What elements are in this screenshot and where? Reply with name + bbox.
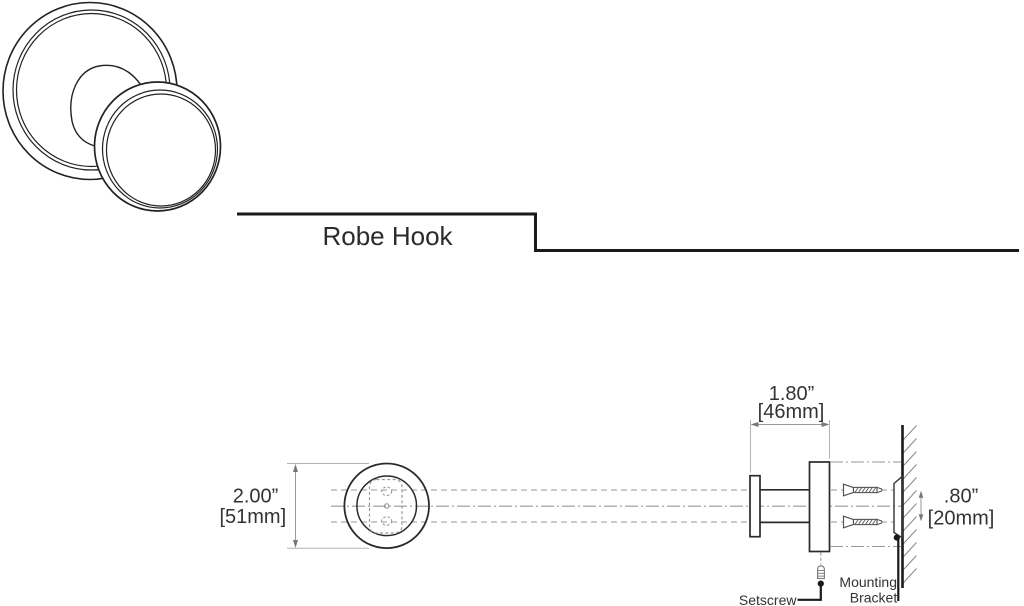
depth-dimension: 1.80” [46mm]: [750, 383, 830, 473]
wall-section: [893, 425, 917, 588]
center-point-mark: [384, 503, 390, 509]
arrowhead-down: [918, 514, 924, 522]
knob-outer-edge: [93, 81, 222, 212]
screw-spacing-dimension: .80” [20mm]: [918, 486, 995, 530]
mounting-bracket-label-line1: Mounting: [839, 574, 897, 590]
setscrew-body: [817, 565, 825, 580]
arrowhead-up: [293, 464, 298, 472]
spacing-inches: .80”: [944, 486, 978, 508]
arrowhead-down: [293, 540, 298, 548]
front-inner-circle: [356, 475, 418, 537]
hidden-screw-hole-top: [381, 486, 393, 497]
arrowhead-right: [821, 422, 830, 427]
hidden-bracket-outline: [368, 478, 403, 534]
hidden-screw-hole-bottom: [381, 516, 393, 526]
setscrew-callout: Setscrew: [739, 552, 825, 606]
front-view: [343, 462, 430, 549]
side-knob-plate: [749, 474, 761, 538]
page-title: Robe Hook: [322, 221, 453, 251]
depth-mm: [46mm]: [758, 401, 825, 423]
arrowhead-left: [750, 422, 759, 427]
diameter-mm: [51mm]: [219, 506, 286, 528]
front-outer-circle: [343, 462, 430, 549]
knob-rim-line-1: [101, 89, 219, 209]
wall-hatching: [902, 425, 917, 584]
screw-tip: [876, 486, 883, 494]
mounting-screw-top: [842, 483, 883, 497]
screw-threads: [854, 487, 877, 493]
diameter-inches: 2.00”: [233, 486, 279, 508]
side-view: [749, 461, 901, 553]
screw-threads: [854, 519, 877, 525]
knob-rim-line-2: [105, 93, 217, 207]
mounting-bracket-shape: [893, 474, 904, 540]
side-post-body: [808, 461, 831, 553]
construction-lines: [331, 489, 903, 523]
front-diameter-dimension: 2.00” [51mm]: [219, 463, 369, 549]
stepped-divider-rule: [237, 212, 1019, 252]
isometric-view: [2, 1, 222, 212]
setscrew-label: Setscrew: [739, 592, 797, 606]
screw-head: [842, 515, 855, 529]
screw-tip: [876, 518, 883, 526]
screw-head: [842, 483, 855, 497]
depth-inches: 1.80”: [769, 383, 815, 405]
setscrew-threads: [817, 570, 825, 577]
mounting-screw-bottom: [842, 515, 883, 529]
spacing-mm: [20mm]: [928, 508, 995, 530]
arrowhead-up: [918, 490, 924, 498]
setscrew-leader-line: [797, 583, 822, 601]
mounting-bracket-label-line2: Bracket: [850, 590, 898, 606]
mounting-bracket-callout: Mounting Bracket: [839, 534, 900, 606]
